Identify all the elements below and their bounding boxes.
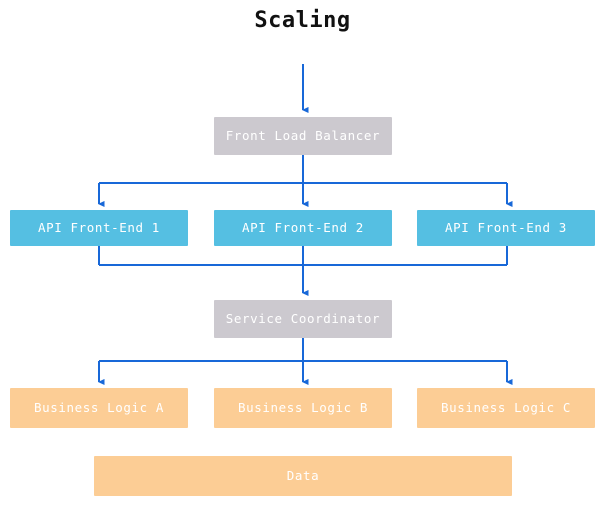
node-business-logic-c[interactable]: Business Logic C	[417, 388, 595, 428]
node-label: API Front-End 2	[242, 219, 364, 235]
node-service-coordinator[interactable]: Service Coordinator	[214, 300, 392, 338]
node-label: API Front-End 3	[445, 219, 567, 235]
node-label: Business Logic B	[237, 399, 368, 415]
node-api-front-end-2[interactable]: API Front-End 2	[214, 210, 392, 246]
node-label: Data	[286, 467, 320, 483]
node-label: Business Logic C	[440, 399, 571, 415]
node-front-load-balancer[interactable]: Front Load Balancer	[214, 117, 392, 155]
node-api-front-end-3[interactable]: API Front-End 3	[417, 210, 595, 246]
page-title: Scaling	[254, 8, 351, 33]
node-label: API Front-End 1	[38, 219, 160, 235]
node-business-logic-b[interactable]: Business Logic B	[214, 388, 392, 428]
node-api-front-end-1[interactable]: API Front-End 1	[10, 210, 188, 246]
node-label: Service Coordinator	[225, 310, 381, 326]
node-label: Front Load Balancer	[225, 127, 381, 143]
node-label: Business Logic A	[33, 399, 164, 415]
node-data[interactable]: Data	[94, 456, 512, 496]
node-business-logic-a[interactable]: Business Logic A	[10, 388, 188, 428]
